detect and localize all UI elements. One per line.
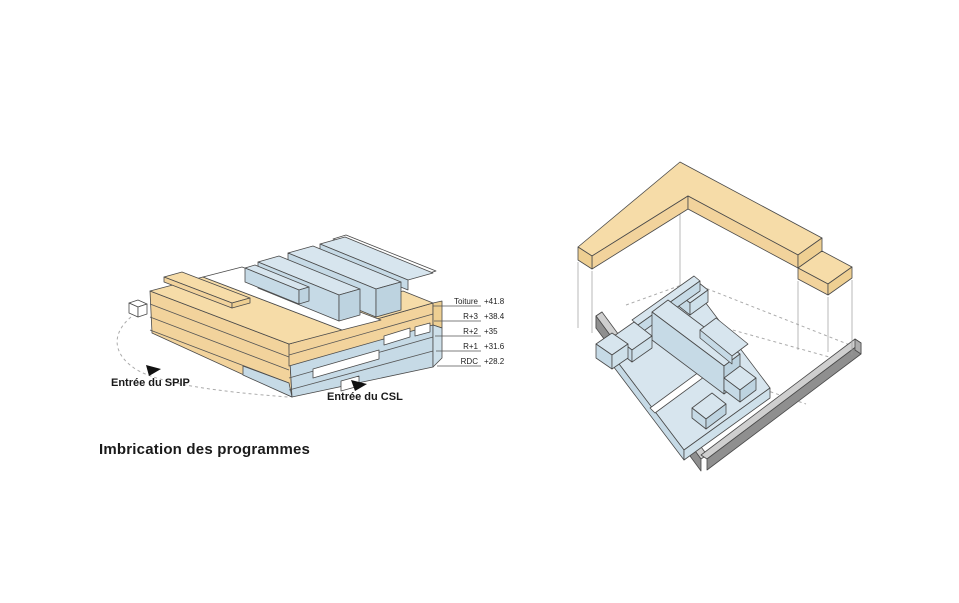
wireframe-verticals <box>577 262 853 355</box>
right-exploded-axon <box>577 161 862 472</box>
spip-entrance-label: Entrée du SPIP <box>111 377 190 389</box>
program-volumes <box>595 275 771 461</box>
csl-entrance-arrow-icon <box>351 380 367 391</box>
csl-entrance-label: Entrée du CSL <box>327 391 403 403</box>
entrance-path-dashed <box>116 316 289 398</box>
facade-window <box>383 327 411 346</box>
legend-level-value: +28.2 <box>484 357 505 366</box>
legend-level-name: RDC <box>460 357 478 366</box>
legend-level-value: +31.6 <box>484 342 505 351</box>
right-wing-end-face <box>432 300 443 368</box>
left-wing-raised-block <box>163 271 251 309</box>
roof-bar <box>577 161 853 296</box>
spip-entrance-arrow-icon <box>146 365 161 376</box>
legend-level-value: +41.8 <box>484 297 505 306</box>
legend-level-value: +35 <box>484 327 498 336</box>
spip-entrance-canopy <box>128 299 148 318</box>
facade-window <box>312 349 380 379</box>
legend-level-name: R+2 <box>463 327 478 336</box>
legend-level-name: R+1 <box>463 342 478 351</box>
legend-level-name: R+3 <box>463 312 478 321</box>
shed-roof-volumes <box>244 234 437 322</box>
facade-window <box>414 322 431 337</box>
legend-level-value: +38.4 <box>484 312 505 321</box>
legend-level-name: Toiture <box>453 297 478 306</box>
left-building-axon <box>116 234 481 398</box>
diagram-caption: Imbrication des programmes <box>99 441 311 458</box>
left-wing-facade <box>149 290 293 398</box>
legend-leader-lines <box>433 305 481 367</box>
